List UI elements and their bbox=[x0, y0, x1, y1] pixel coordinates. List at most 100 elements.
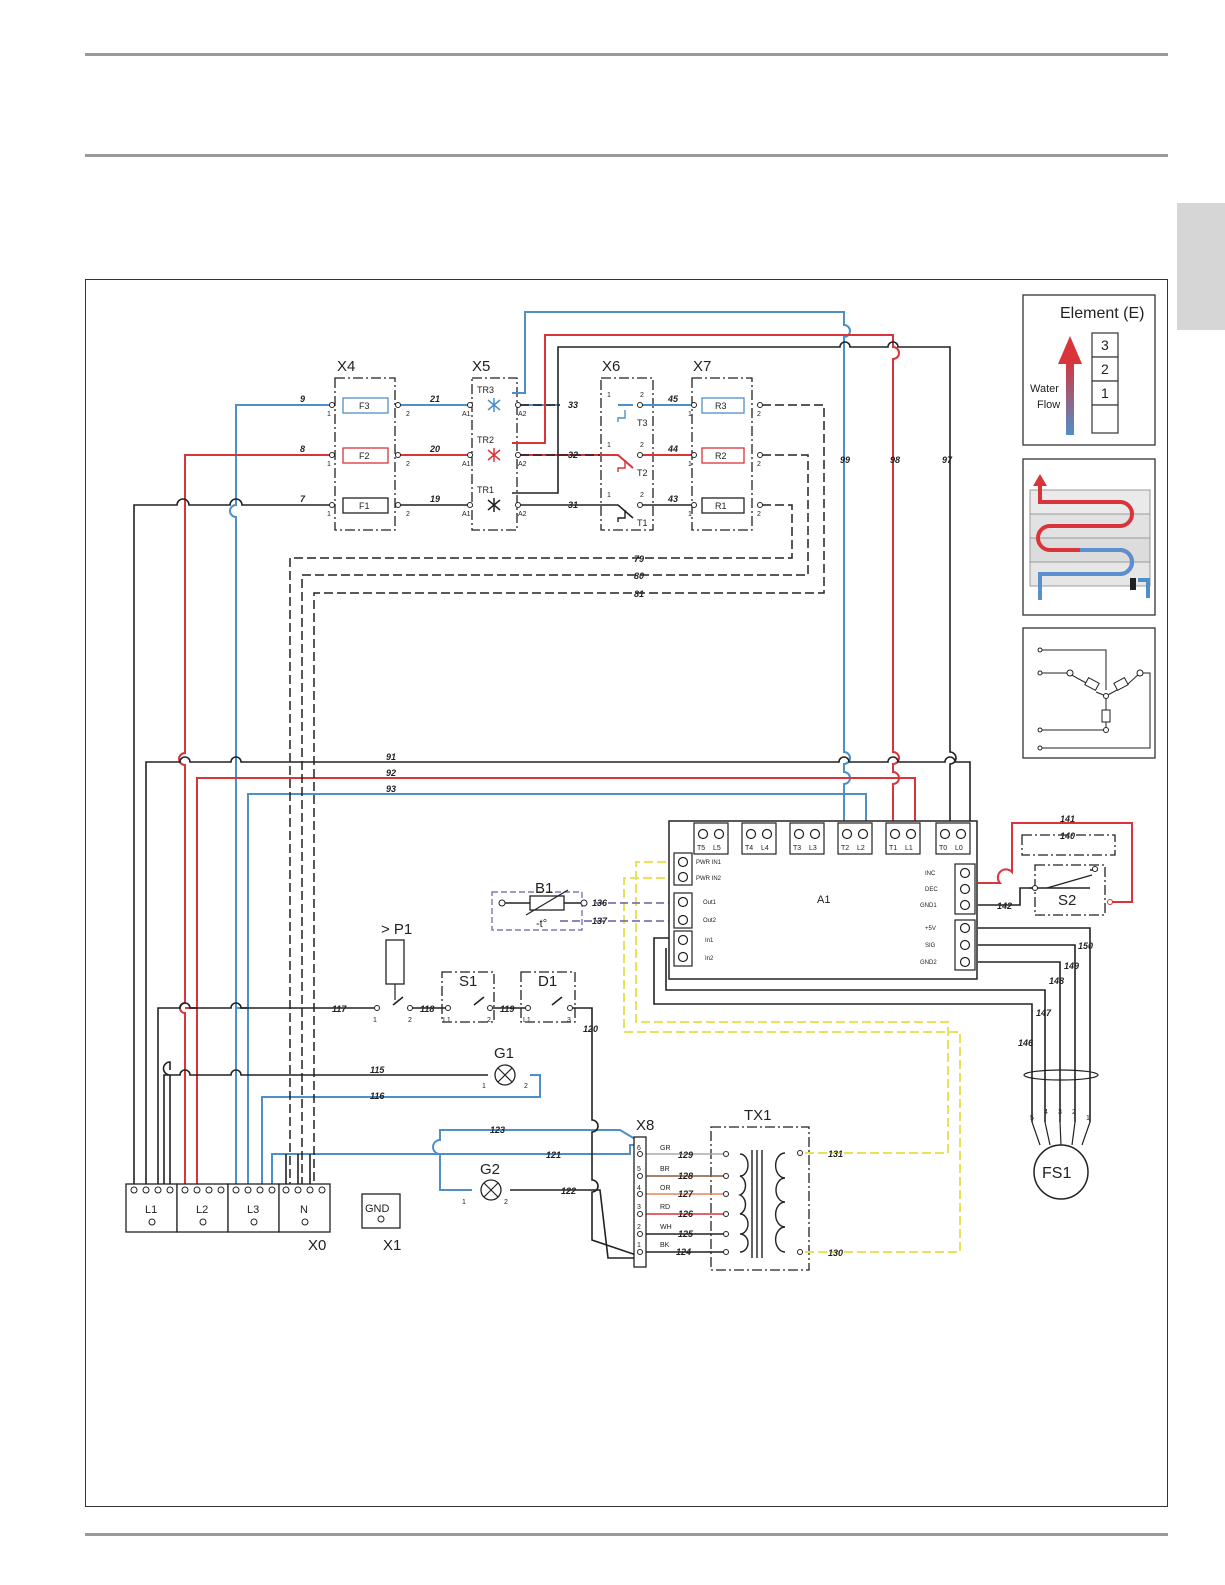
legend-panel-star bbox=[1022, 627, 1156, 759]
wire-label: 148 bbox=[1049, 976, 1064, 986]
x8-label: X8 bbox=[636, 1117, 654, 1134]
wire-label: 97 bbox=[942, 455, 953, 465]
x8-pin: 6 bbox=[637, 1145, 641, 1152]
terminal-strip-x8 bbox=[633, 1136, 647, 1268]
pin-label: 1 bbox=[688, 461, 692, 468]
pin-label: 1 bbox=[607, 392, 611, 399]
x8-wire-color: WH bbox=[660, 1224, 672, 1231]
fuse-f3-label: F3 bbox=[359, 401, 370, 411]
r2-label: R2 bbox=[715, 451, 727, 461]
x7-label: X7 bbox=[693, 358, 711, 375]
s1-box bbox=[441, 971, 495, 1023]
pin-label: 2 bbox=[757, 461, 761, 468]
pin-label: 1 bbox=[688, 411, 692, 418]
tr1-symbol bbox=[487, 498, 501, 512]
wire-label: 137 bbox=[592, 916, 608, 926]
wire-label: 99 bbox=[840, 455, 850, 465]
fs1-label: FS1 bbox=[1042, 1165, 1071, 1182]
wire-label: 149 bbox=[1064, 961, 1079, 971]
wire-label: 32 bbox=[568, 450, 578, 460]
terminal-t0: T0 bbox=[939, 845, 947, 852]
section-tab bbox=[1177, 203, 1225, 330]
g1-label: G1 bbox=[494, 1045, 514, 1062]
pin-label: 1 bbox=[482, 1083, 486, 1090]
x8-pin: 3 bbox=[637, 1204, 641, 1211]
wire-149 bbox=[978, 944, 1076, 1122]
pin-label: 2 bbox=[406, 461, 410, 468]
wire-label: 43 bbox=[667, 494, 678, 504]
wire-97-top bbox=[512, 341, 957, 830]
s2-outer-box bbox=[1021, 834, 1116, 856]
terminal-sig: SIG bbox=[925, 943, 936, 949]
wire-9 bbox=[229, 404, 330, 1184]
t1-label: T1 bbox=[637, 518, 648, 528]
wire-label: 122 bbox=[561, 1186, 576, 1196]
wire-label: 126 bbox=[678, 1209, 694, 1219]
wire-label: 120 bbox=[583, 1024, 598, 1034]
wire-label: 9 bbox=[300, 394, 305, 404]
wire-131 bbox=[635, 861, 949, 1154]
s2-box bbox=[1034, 864, 1106, 916]
b1-label: B1 bbox=[535, 880, 553, 897]
legend-flow: Flow bbox=[1037, 399, 1060, 411]
fs1-pin: 4 bbox=[1044, 1109, 1048, 1116]
fuse-f1-label: F1 bbox=[359, 501, 370, 511]
fs1-pin: 2 bbox=[1072, 1109, 1076, 1116]
x8-wire-color: RD bbox=[660, 1204, 670, 1211]
wire-label: 140 bbox=[1060, 831, 1075, 841]
element-row-label: 2 bbox=[1101, 361, 1109, 377]
terminal-l2-label: L2 bbox=[196, 1204, 208, 1216]
wire-150 bbox=[978, 927, 1091, 1122]
x8-wire-color: BK bbox=[660, 1242, 670, 1249]
wire-label: 93 bbox=[386, 784, 396, 794]
tr2-symbol bbox=[487, 448, 501, 462]
terminal-pwr-in2: PWR IN2 bbox=[696, 876, 722, 882]
terminal-l2: L2 bbox=[857, 845, 865, 852]
element-row-1 bbox=[1091, 380, 1119, 406]
r1-label: R1 bbox=[715, 501, 727, 511]
resistor-r1 bbox=[701, 497, 745, 514]
wire-label: 150 bbox=[1078, 941, 1093, 951]
wire-79 bbox=[289, 504, 793, 1184]
wire-label: 21 bbox=[429, 394, 440, 404]
a1-label: A1 bbox=[817, 894, 830, 906]
wire-81 bbox=[313, 404, 825, 1184]
wire-label: 129 bbox=[678, 1150, 693, 1160]
x8-wire-color: BR bbox=[660, 1166, 670, 1173]
b1-box bbox=[491, 891, 583, 931]
fuse-f1 bbox=[342, 497, 389, 514]
wire-label: 80 bbox=[634, 571, 644, 581]
pin-label: L1 bbox=[523, 1017, 531, 1024]
terminal-pwr-in1: PWR IN1 bbox=[696, 860, 722, 866]
fs1-pin: 5 bbox=[1030, 1115, 1034, 1122]
pin-label: 1 bbox=[607, 492, 611, 499]
pin-label: A2 bbox=[518, 461, 527, 468]
d1-box bbox=[520, 971, 576, 1023]
pin-label: 1 bbox=[327, 461, 331, 468]
wire-92 bbox=[196, 777, 916, 1184]
pin-label: 1 bbox=[462, 1199, 466, 1206]
wire-19 bbox=[520, 504, 692, 519]
wire-label: 98 bbox=[890, 455, 900, 465]
terminal-l3-label: L3 bbox=[247, 1204, 259, 1216]
s1-label: S1 bbox=[459, 973, 477, 990]
x4-box bbox=[334, 377, 396, 531]
tx1-primary-coil bbox=[738, 1153, 749, 1253]
legend-panel-element bbox=[1022, 294, 1156, 446]
x8-pin: 5 bbox=[637, 1166, 641, 1173]
wire-99-top bbox=[512, 311, 851, 830]
wire-7 bbox=[133, 498, 330, 1184]
d1-label: D1 bbox=[538, 973, 557, 990]
wire-label: 33 bbox=[568, 400, 578, 410]
wire-label: 31 bbox=[568, 500, 578, 510]
t3-label: T3 bbox=[637, 418, 648, 428]
wire-label: 118 bbox=[420, 1004, 434, 1014]
wire-label: 91 bbox=[386, 752, 396, 762]
pin-label: 1 bbox=[327, 411, 331, 418]
s2-label: S2 bbox=[1058, 892, 1076, 909]
terminal-gnd1: GND1 bbox=[920, 903, 937, 909]
b1-symbol: -t° bbox=[536, 918, 547, 930]
wire-147 bbox=[665, 948, 1046, 1122]
wire-label: 125 bbox=[678, 1229, 694, 1239]
footer-rule bbox=[85, 1533, 1168, 1536]
